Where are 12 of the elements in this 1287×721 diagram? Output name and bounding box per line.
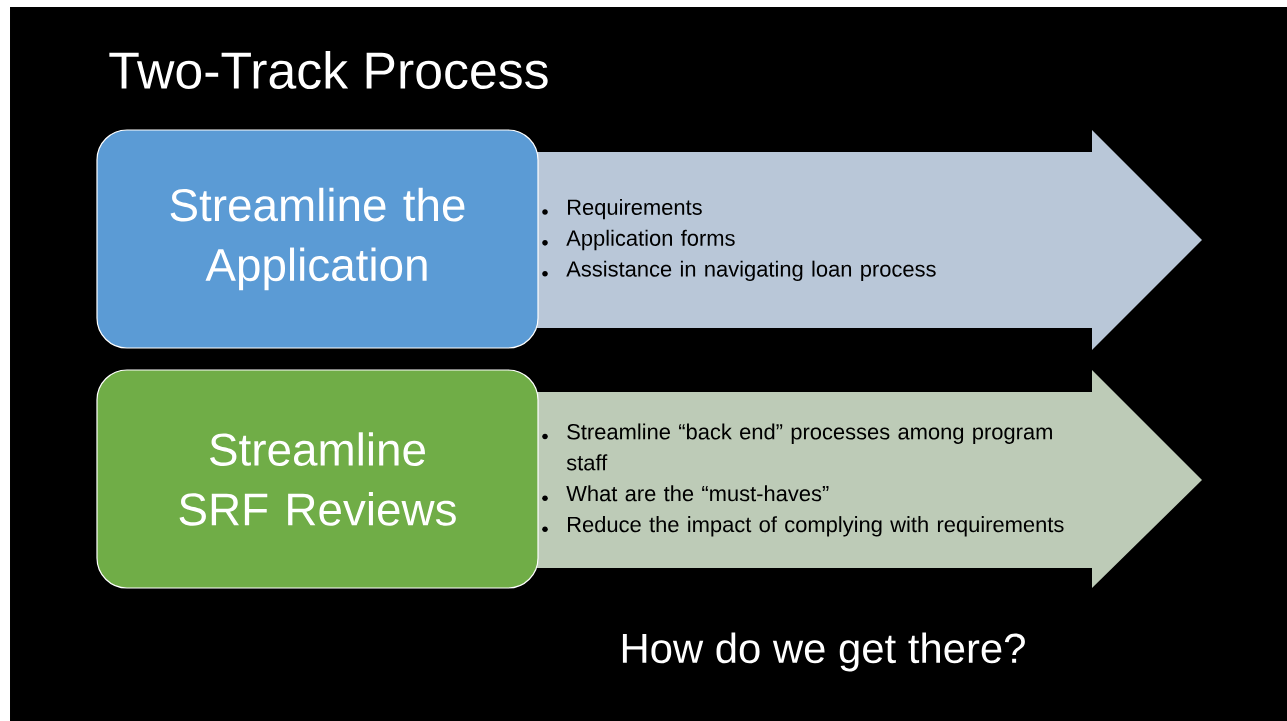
bullet-item: What are the “must-haves” bbox=[566, 485, 829, 502]
bullet-item: Reduce the impact of complying with requirements bbox=[568, 516, 1064, 537]
process-box: Streamline SRF Reviews bbox=[96, 369, 539, 589]
process-box: Streamline the Application bbox=[96, 129, 539, 349]
question-text: How do we get there? bbox=[622, 632, 1025, 672]
title: Two-Track Process bbox=[109, 50, 548, 89]
arrow-shape bbox=[537, 130, 1202, 350]
bullet-item: Application forms bbox=[566, 229, 735, 251]
arrow-shape bbox=[537, 370, 1202, 588]
bullet-item: Requirements bbox=[568, 198, 702, 220]
bullet-item: Streamline “back end” processes among program staff bbox=[566, 423, 1052, 471]
bullet-item: Assistance in navigating loan process bbox=[566, 260, 936, 282]
